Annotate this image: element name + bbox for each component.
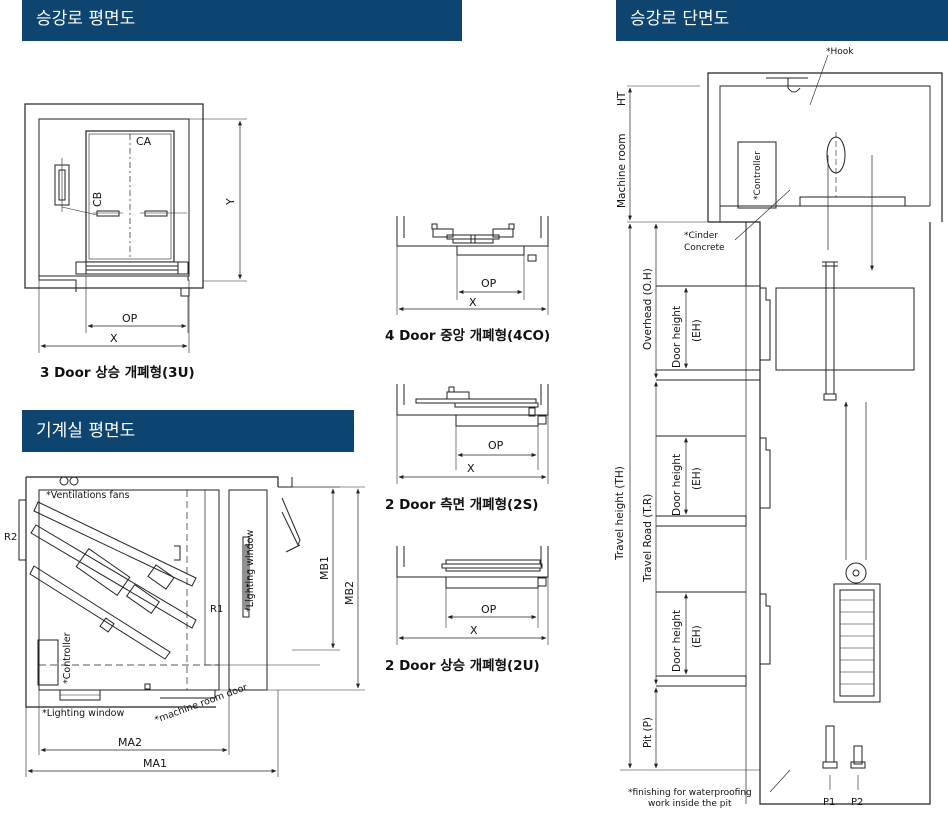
r1-label: R1	[210, 604, 223, 615]
travel-road-label: Travel Road (T.R)	[642, 494, 654, 583]
lighting-window-label-right: *Lighting window	[245, 530, 256, 612]
ma1-label: MA1	[143, 757, 167, 770]
concrete-label: Concrete	[684, 243, 725, 253]
overhead-label: Overhead (O.H)	[642, 268, 654, 350]
mb1-label: MB1	[318, 556, 331, 580]
caption-2u: 2 Door 상승 개폐형(2U)	[385, 658, 540, 674]
detail-2u-op-label: OP	[481, 603, 497, 616]
ma2-label: MA2	[118, 736, 142, 749]
hook-label: *Hook	[826, 47, 854, 57]
eh-label-1: (EH)	[691, 319, 703, 342]
detail-2u-drawing	[396, 546, 549, 645]
hoistway-plan-header: 승강로 평면도	[22, 0, 462, 41]
plan-3u-drawing	[24, 103, 247, 353]
detail-2u-x-label: X	[470, 624, 478, 637]
caption-3u: 3 Door 상승 개폐형(3U)	[40, 365, 195, 381]
detail-4co-op-label: OP	[481, 277, 497, 290]
mb2-label: MB2	[343, 581, 356, 605]
plan-y-label: Y	[224, 198, 237, 206]
hoistway-section-header: 승강로 단면도	[616, 0, 948, 41]
detail-2s-x-label: X	[467, 462, 475, 475]
controller-label-section: *Controller	[753, 151, 763, 200]
door-height-label-3: Door height	[671, 610, 683, 672]
caption-4co: 4 Door 중앙 개폐형(4CO)	[385, 328, 551, 344]
detail-2s-drawing	[396, 384, 549, 484]
machine-room-drawing	[18, 476, 365, 777]
plan-op-label: OP	[122, 312, 138, 325]
door-height-label-2: Door height	[671, 454, 683, 516]
machine-room-label: Machine room	[616, 134, 628, 208]
ventilation-label: *Ventilations fans	[46, 490, 130, 501]
r2-label: R2	[4, 532, 17, 543]
plan-x-label: X	[110, 332, 118, 345]
finishing-label-1: *finishing for waterproofing	[628, 788, 752, 798]
travel-height-label: Travel height (TH)	[614, 466, 626, 561]
p1-label: P1	[823, 797, 835, 808]
machine-room-door-label: *machine room door	[153, 682, 249, 726]
plan-ca-label: CA	[136, 135, 152, 148]
door-height-label-1: Door height	[671, 306, 683, 368]
p2-label: P2	[851, 797, 863, 808]
lighting-window-label-left: *Lighting window	[42, 708, 124, 719]
eh-label-2: (EH)	[691, 467, 703, 490]
detail-4co-x-label: X	[469, 296, 477, 309]
machine-room-plan-header: 기계실 평면도	[22, 410, 354, 452]
caption-2s: 2 Door 측면 개폐형(2S)	[385, 497, 539, 513]
section-drawing	[620, 54, 943, 805]
ht-label: HT	[616, 91, 628, 106]
finishing-label-2: work inside the pit	[648, 799, 732, 809]
cinder-label: *Cinder	[684, 231, 718, 241]
controller-label-plan: *Controller	[62, 632, 73, 684]
eh-label-3: (EH)	[691, 625, 703, 648]
plan-cb-label: CB	[91, 192, 104, 207]
pit-label: Pit (P)	[642, 717, 654, 748]
detail-4co-drawing	[396, 216, 549, 315]
detail-2s-op-label: OP	[488, 439, 504, 452]
